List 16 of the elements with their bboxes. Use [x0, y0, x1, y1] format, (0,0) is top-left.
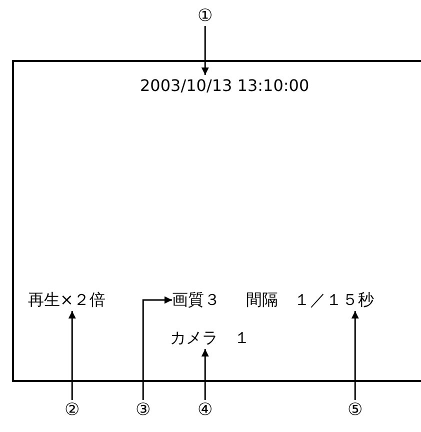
- screen-frame: [12, 60, 421, 382]
- callout-number: ⑤: [348, 400, 363, 420]
- callout-number: ②: [64, 400, 80, 420]
- leader-arrow: [142, 296, 172, 400]
- leader-arrow: [201, 26, 209, 75]
- interval-text: 間隔 １／１５秒: [246, 290, 374, 310]
- callout-number: ①: [198, 6, 213, 26]
- playback-speed-text: 再生×２倍: [28, 290, 106, 310]
- leader-arrow: [351, 311, 359, 400]
- callout-number: ④: [198, 400, 213, 420]
- timestamp-text: 2003/10/13 13:10:00: [140, 76, 310, 96]
- camera-text: カメラ １: [170, 328, 250, 348]
- callout-number: ③: [136, 400, 151, 420]
- leader-arrow: [68, 311, 76, 400]
- leader-arrow: [201, 349, 209, 400]
- quality-text: 画質３: [172, 290, 220, 310]
